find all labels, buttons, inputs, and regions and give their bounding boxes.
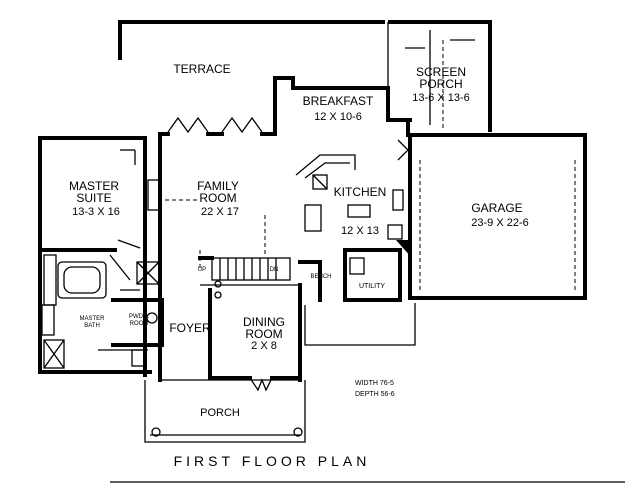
powder-room-label-2: ROOM xyxy=(130,321,149,327)
screen-porch-walls xyxy=(387,20,492,132)
garage-walls xyxy=(408,133,587,300)
master-suite-label-2: SUITE xyxy=(76,191,111,205)
powder-room-label-1: PWDR. xyxy=(129,314,149,320)
terrace-outline xyxy=(118,20,385,60)
family-room-doors xyxy=(158,116,277,136)
stair-up-label: UP xyxy=(198,267,206,273)
garage-label: GARAGE xyxy=(471,201,522,215)
utility-walls xyxy=(298,248,402,302)
kitchen-label: KITCHEN xyxy=(334,185,387,199)
utility-label: UTILITY xyxy=(359,283,385,290)
porch-label: PORCH xyxy=(200,407,240,419)
dining-room-label-1: DINING xyxy=(243,315,285,329)
overall-width: WIDTH 76-5 xyxy=(355,380,394,387)
overall-depth: DEPTH 56-6 xyxy=(355,391,395,398)
breakfast-label: BREAKFAST xyxy=(303,94,374,108)
staircase xyxy=(198,256,300,299)
stair-down-label: DN xyxy=(270,267,279,273)
terrace-label: TERRACE xyxy=(173,62,230,76)
master-bath-walls xyxy=(38,248,152,374)
master-suite-label-1: MASTER xyxy=(69,179,119,193)
screen-porch-dims: 13-6 X 13-6 xyxy=(412,92,469,104)
master-suite-dims: 13-3 X 16 xyxy=(72,206,120,218)
foyer-label: FOYER xyxy=(169,321,211,335)
powder-room-walls xyxy=(98,298,164,367)
family-room-dims: 22 X 17 xyxy=(201,206,239,218)
kitchen-dims: 12 X 13 xyxy=(341,225,379,237)
family-room-label-1: FAMILY xyxy=(197,179,239,193)
bench-label: BENCH xyxy=(310,274,331,280)
plan-title: FIRST FLOOR PLAN xyxy=(174,453,371,469)
breakfast-walls xyxy=(273,76,390,134)
family-room-label-2: ROOM xyxy=(199,191,236,205)
dining-room-label-2: ROOM xyxy=(245,327,282,341)
master-bath-label-1: MASTER xyxy=(79,316,105,322)
screen-porch-label-1: SCREEN xyxy=(416,65,466,79)
screen-porch-label-2: PORCH xyxy=(419,77,462,91)
master-bath-label-2: BATH xyxy=(84,323,100,329)
garage-dims: 23-9 X 22-6 xyxy=(471,217,528,229)
hall-closets xyxy=(109,248,160,377)
master-suite-walls xyxy=(38,136,161,374)
dining-room-dims: 2 X 8 xyxy=(251,340,277,352)
breakfast-dims: 12 X 10-6 xyxy=(314,111,362,123)
entry-walls xyxy=(144,303,416,443)
